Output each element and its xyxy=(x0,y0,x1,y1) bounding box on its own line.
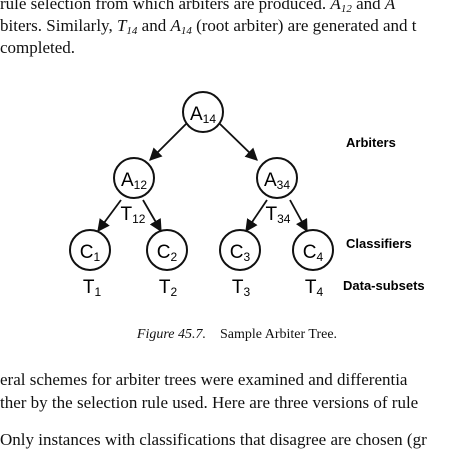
math-symbol: T14 xyxy=(116,16,138,37)
figure-number: Figure 45.7. xyxy=(136,327,207,342)
legend-arbiters: Arbiters xyxy=(346,135,396,150)
legend-data-subsets: Data-subsets xyxy=(343,278,425,293)
tree-edge xyxy=(219,123,258,161)
math-symbol: A xyxy=(384,0,396,13)
data-subset-label: T2 xyxy=(159,277,178,299)
svg-text:C1: C1 xyxy=(80,242,101,264)
svg-text:A34: A34 xyxy=(264,170,290,192)
paragraph-line: eral schemes for arbiter trees were exam… xyxy=(0,370,408,389)
arbiter-node: A34 xyxy=(256,157,298,199)
paragraph-line: ther by the selection rule used. Here ar… xyxy=(0,393,419,412)
classifier-node: C1 xyxy=(69,229,111,271)
data-subset-label: T3 xyxy=(232,277,251,299)
data-subset-label: T1 xyxy=(83,277,102,299)
classifier-node: C3 xyxy=(219,229,261,271)
arbiter-node: A12 xyxy=(113,157,155,199)
paragraph-line: completed. xyxy=(0,38,76,57)
legend-classifiers: Classifiers xyxy=(346,236,412,251)
training-set-label: T34 xyxy=(266,204,291,226)
figure-caption: Figure 45.7. Sample Arbiter Tree. xyxy=(0,326,474,344)
tree-edge xyxy=(149,123,187,161)
svg-text:A12: A12 xyxy=(121,170,147,192)
paragraph-line: biters. Similarly, T14 and A14 (root arb… xyxy=(0,16,417,37)
caption-text: Sample Arbiter Tree. xyxy=(220,327,338,342)
paragraph-line: Only instances with classifications that… xyxy=(0,430,427,449)
math-symbol: A14 xyxy=(170,16,192,37)
svg-text:C4: C4 xyxy=(303,242,324,264)
classifier-node: C4 xyxy=(292,229,334,271)
tree-edge xyxy=(289,199,308,233)
root-arbiter-node: A14 xyxy=(182,91,224,133)
classifier-node: C2 xyxy=(146,229,188,271)
training-set-label: T12 xyxy=(121,204,146,226)
tree-edge xyxy=(245,199,268,233)
data-subset-label: T4 xyxy=(305,277,324,299)
paragraph-line: rule selection from which arbiters are p… xyxy=(0,0,395,19)
svg-text:C2: C2 xyxy=(157,242,178,264)
tree-edge xyxy=(142,199,162,233)
svg-text:A14: A14 xyxy=(190,104,216,126)
arbiter-tree-diagram: A14 A12 T12 A34 T34 C1 C2 C3 C4 T1 T2 T3… xyxy=(69,91,425,299)
math-symbol: A12 xyxy=(330,0,352,15)
tree-edge xyxy=(97,199,122,233)
svg-text:C3: C3 xyxy=(230,242,251,264)
